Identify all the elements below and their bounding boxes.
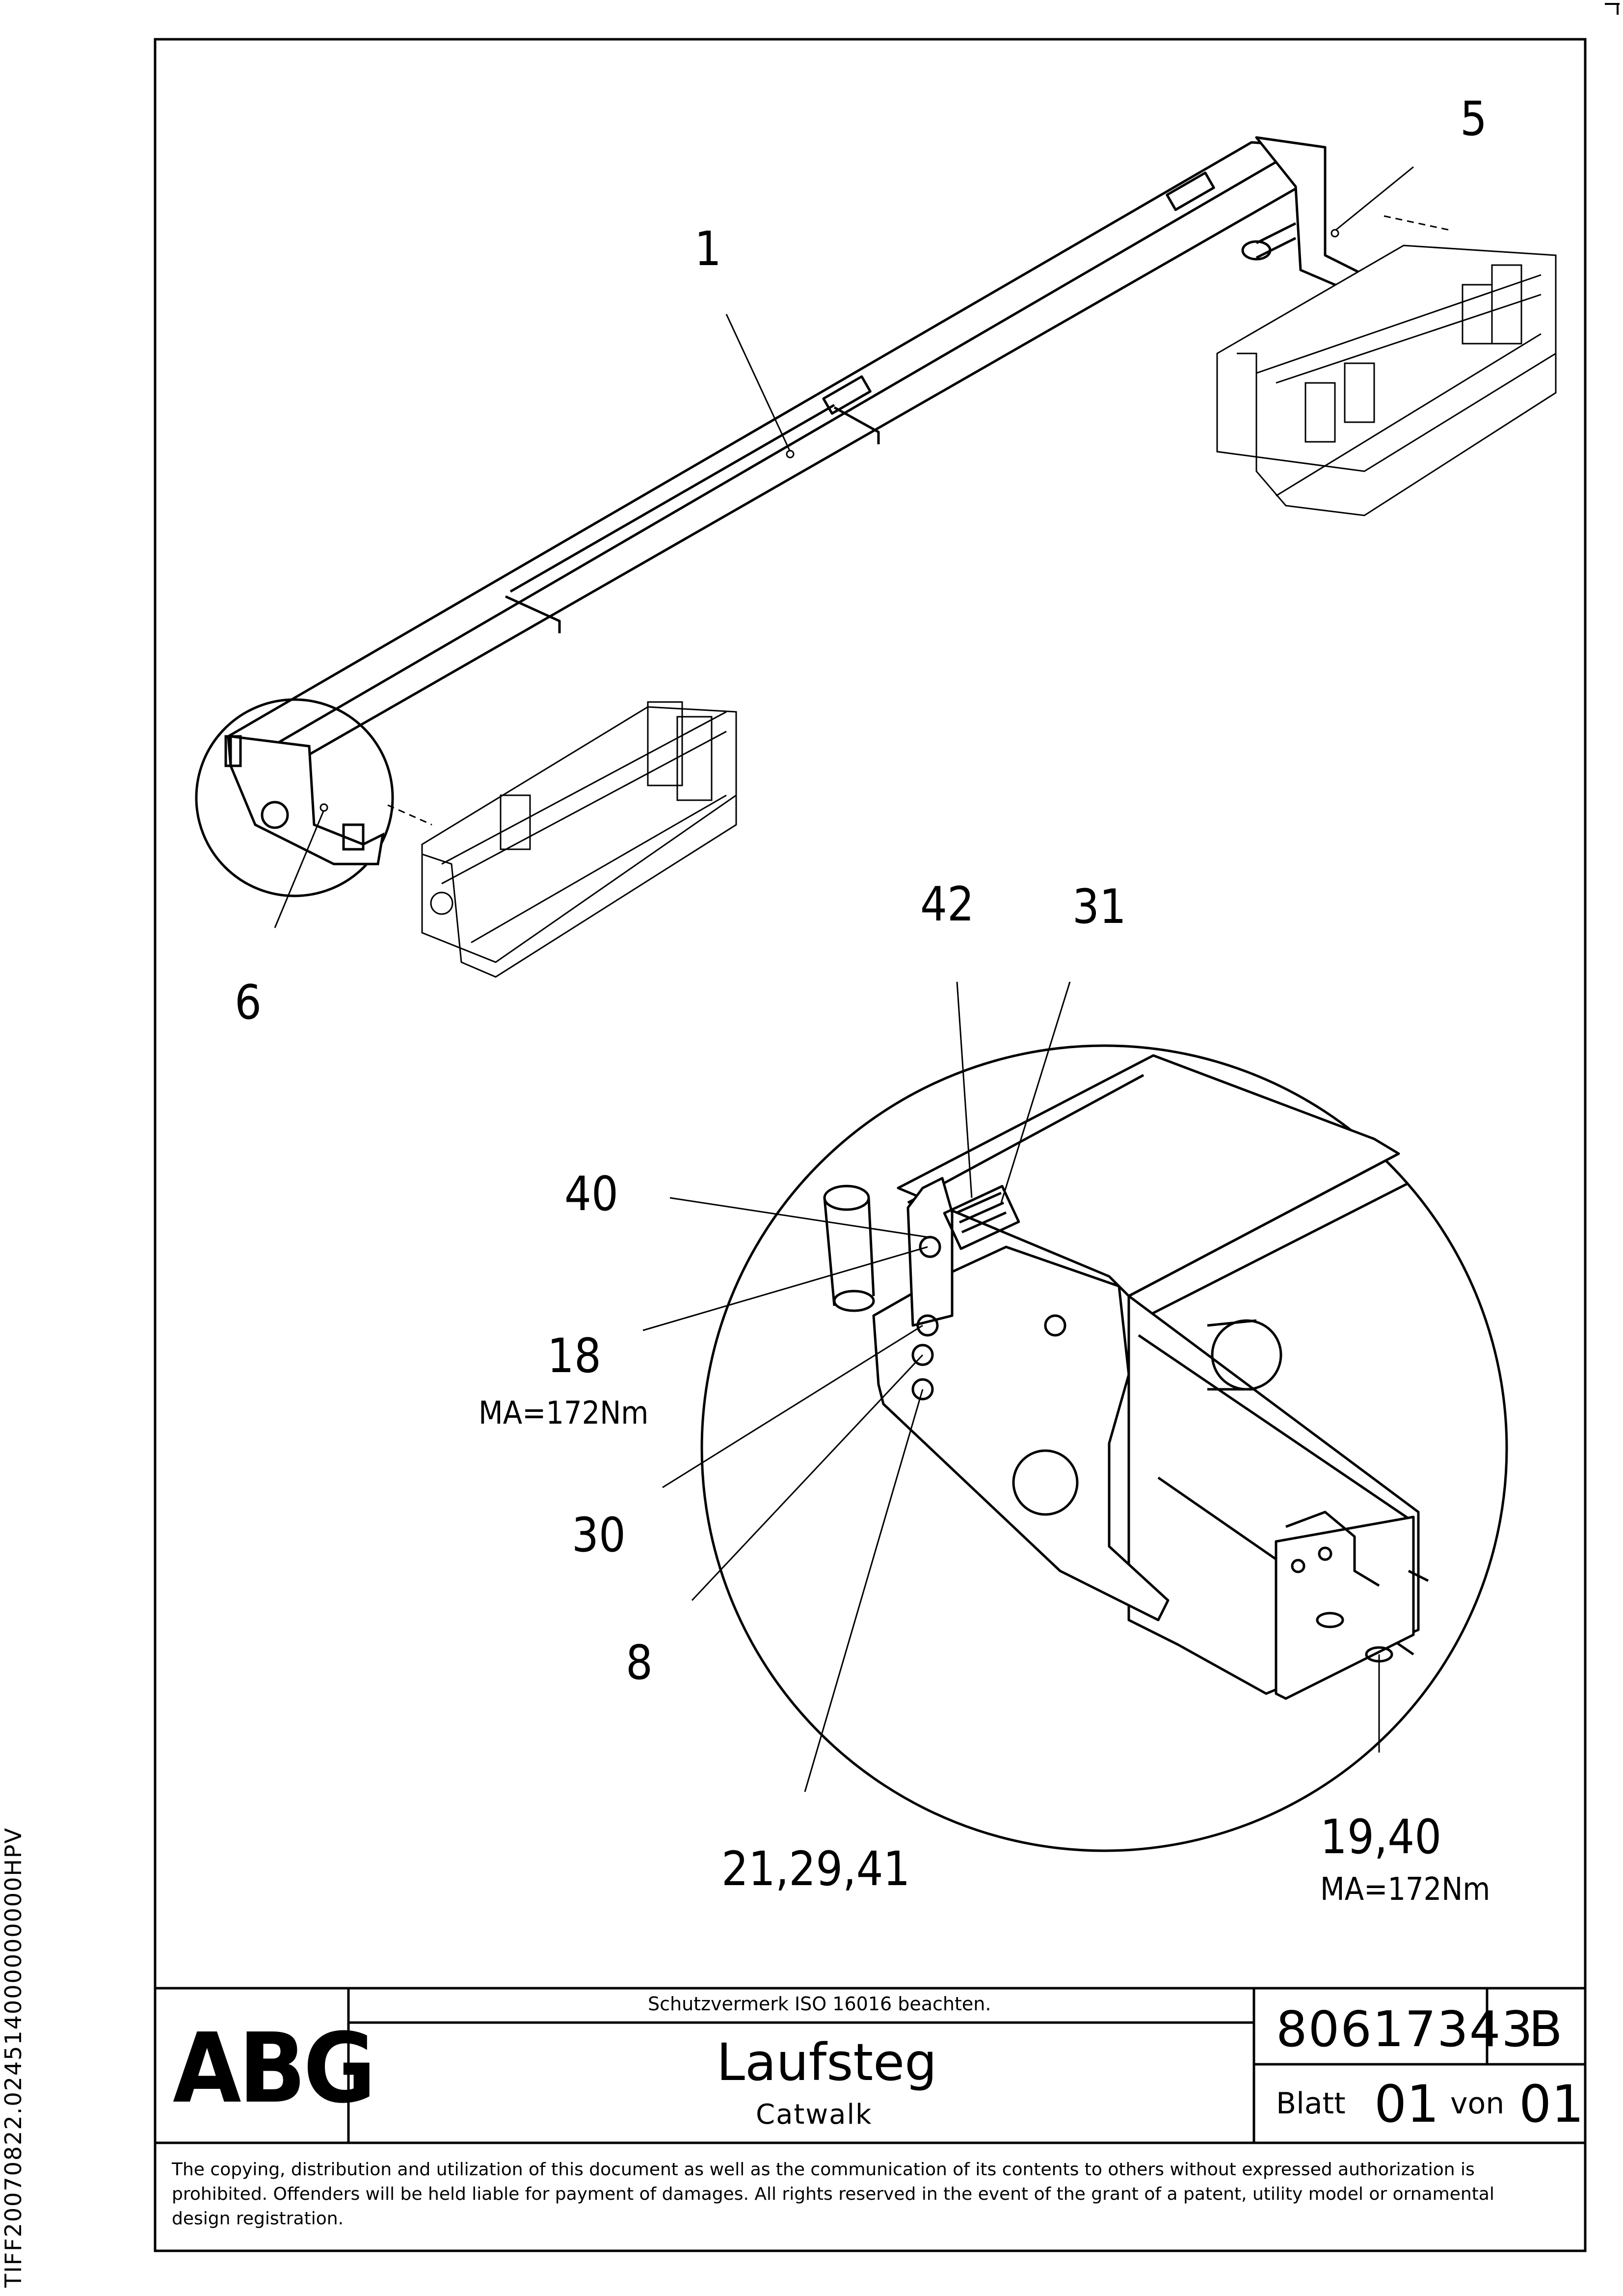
- callout-18-torque: MA=172Nm: [479, 1395, 648, 1432]
- callout-42: 42: [920, 877, 974, 932]
- of-label: von: [1450, 2086, 1505, 2121]
- detail-circle-small: [195, 698, 394, 897]
- sheet-total: 01: [1519, 2074, 1584, 2134]
- callout-1: 1: [694, 221, 721, 276]
- callout-5: 5: [1460, 91, 1487, 146]
- callout-8: 8: [626, 1635, 653, 1690]
- copyright-notice: The copying, distribution and utilizatio…: [172, 2160, 1494, 2229]
- leader-lines: [274, 166, 1414, 1792]
- callout-19-40-torque: MA=172Nm: [1320, 1871, 1490, 1908]
- callout-40: 40: [564, 1166, 618, 1221]
- leader-dots: [319, 229, 1339, 812]
- sheet-frame: [154, 38, 1587, 2252]
- sheet-number: 01: [1374, 2074, 1439, 2134]
- drawing-number: 80617343: [1276, 2000, 1534, 2058]
- title-german: Laufsteg: [717, 2032, 937, 2092]
- detail-circle-large: [700, 1044, 1508, 1852]
- callout-19-40: 19,40: [1320, 1810, 1441, 1864]
- spring-detail: [943, 1185, 1020, 1250]
- side-file-code: TIFF20070822.024514000000000HPV: [0, 1827, 27, 2288]
- logo: ABG: [173, 2013, 376, 2125]
- callout-31: 31: [1072, 879, 1126, 934]
- title-block-frame: [155, 1987, 1585, 2144]
- revision: B: [1529, 2000, 1563, 2058]
- callout-6: 6: [235, 975, 262, 1030]
- callout-21-29-41: 21,29,41: [721, 1841, 910, 1896]
- screed-frame-right: [1216, 215, 1557, 516]
- sheet-label: Blatt: [1276, 2086, 1346, 2121]
- title-english: Catwalk: [756, 2099, 873, 2131]
- protection-note: Schutzvermerk ISO 16016 beachten.: [648, 1993, 991, 2015]
- callout-18: 18: [547, 1328, 601, 1383]
- callout-30: 30: [572, 1508, 626, 1563]
- screed-frame-left: [387, 701, 737, 978]
- catwalk-beam: [227, 136, 1371, 787]
